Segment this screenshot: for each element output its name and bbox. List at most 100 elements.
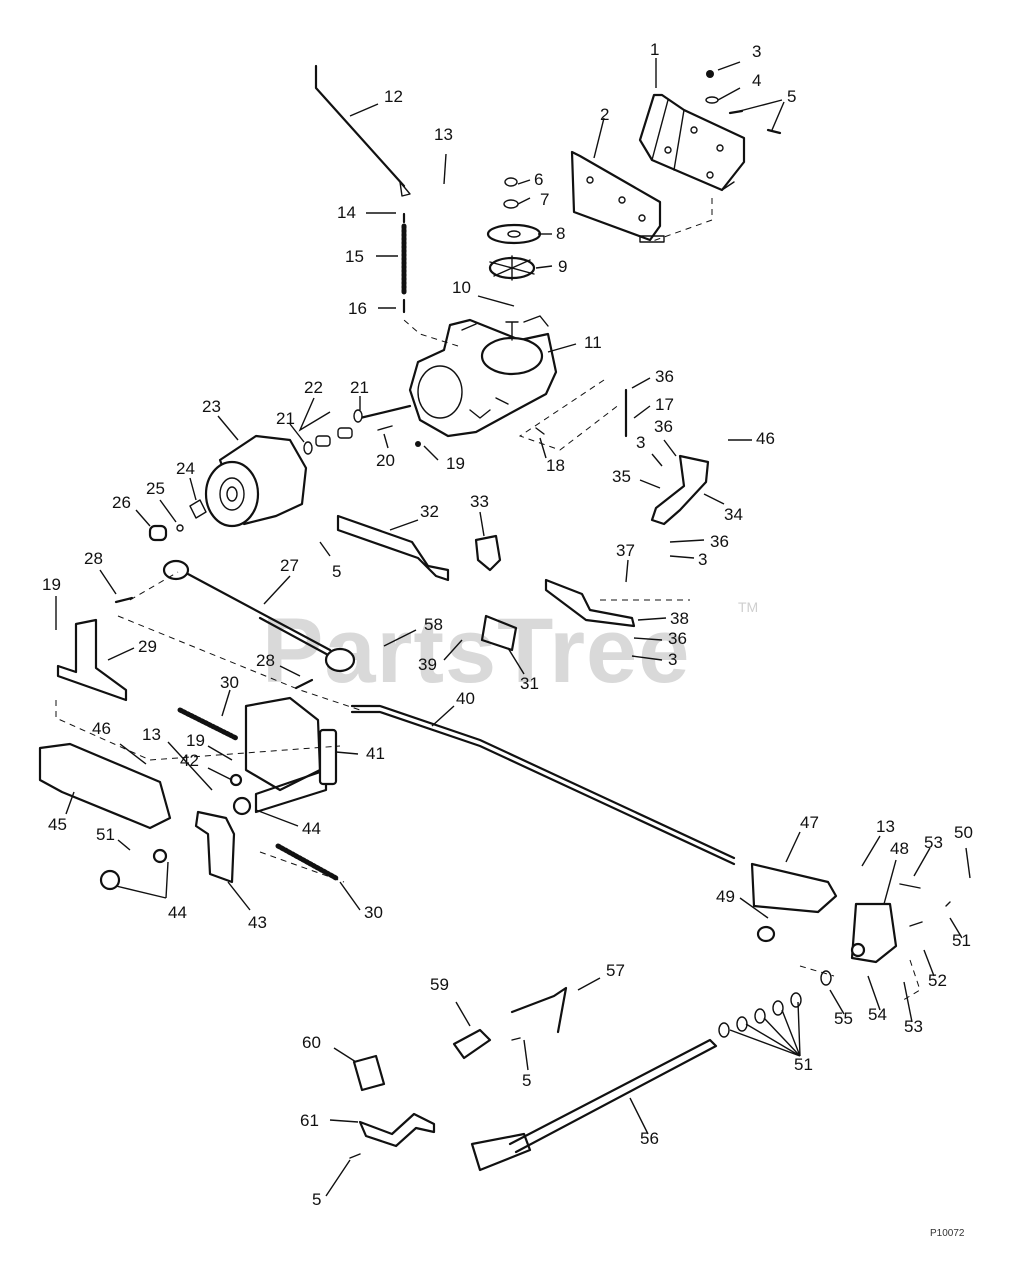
part-4-washer	[705, 96, 719, 104]
callout-19-c: 19	[186, 731, 205, 750]
part-49-bushing	[756, 925, 776, 943]
part-40-rod	[350, 704, 736, 860]
callout-29: 29	[138, 637, 157, 656]
callout-36-d: 36	[668, 629, 687, 648]
callout-32: 32	[420, 502, 439, 521]
callout-52: 52	[928, 971, 947, 990]
callout-37: 37	[616, 541, 635, 560]
callout-3-d: 3	[668, 650, 677, 669]
callout-25: 25	[146, 479, 165, 498]
part-59-bushing	[452, 1028, 492, 1060]
callout-19: 19	[446, 454, 465, 473]
part-40-rod-edge	[350, 710, 736, 866]
callout-14: 14	[337, 203, 356, 222]
callout-41: 41	[366, 744, 385, 763]
watermark-trademark: TM	[738, 599, 758, 615]
callout-26: 26	[112, 493, 131, 512]
part-44-bushing-2	[99, 869, 121, 891]
callout-3-b: 3	[636, 433, 645, 452]
callout-46-b: 46	[92, 719, 111, 738]
callout-45: 45	[48, 815, 67, 834]
callout-53-b: 53	[904, 1017, 923, 1036]
callout-58: 58	[424, 615, 443, 634]
callout-5-d: 5	[312, 1190, 321, 1209]
callout-9: 9	[558, 257, 567, 276]
callout-labels: 1 3 4 5 2 6 7 8 9 10 11 12 13 14 15 16 3…	[42, 40, 973, 1209]
callout-15: 15	[345, 247, 364, 266]
part-6-nut	[504, 177, 518, 187]
part-18-screw	[535, 427, 545, 435]
callout-53: 53	[924, 833, 943, 852]
assembly-line-2	[518, 379, 621, 451]
part-22-bushings	[315, 427, 353, 447]
callout-2: 2	[600, 105, 609, 124]
part-27-rod	[162, 559, 356, 673]
leader-lines	[55, 58, 971, 1197]
callout-3: 3	[752, 42, 761, 61]
callout-42: 42	[180, 751, 199, 770]
part-26-bushing	[148, 524, 168, 542]
callout-36-b: 36	[654, 417, 673, 436]
part-30-spring-2	[275, 843, 339, 881]
callout-10: 10	[452, 278, 471, 297]
part-56-shaft	[470, 1038, 718, 1172]
part-41-pivot-plate	[244, 696, 338, 814]
part-28-ball-joint	[114, 596, 134, 604]
part-12-control-rod	[314, 64, 411, 197]
part-45-pedal	[38, 742, 172, 830]
watermark-text: PartsTree	[262, 600, 690, 702]
part-61-bracket	[358, 1112, 436, 1148]
callout-22: 22	[304, 378, 323, 397]
callout-43: 43	[248, 913, 267, 932]
callout-50: 50	[954, 823, 973, 842]
callout-44-b: 44	[168, 903, 187, 922]
assembly-line-6	[799, 959, 921, 1003]
part-2-plate	[570, 150, 665, 243]
callout-57: 57	[606, 961, 625, 980]
part-20-key	[377, 425, 393, 431]
callout-59: 59	[430, 975, 449, 994]
part-32-bracket	[336, 514, 450, 582]
part-33-clip	[474, 534, 502, 572]
callout-49: 49	[716, 887, 735, 906]
part-21-washer-2	[303, 441, 313, 455]
part-43-plate	[194, 810, 236, 884]
callout-6: 6	[534, 170, 543, 189]
part-7-washer	[503, 199, 519, 209]
part-5-screws-lower	[349, 1037, 521, 1159]
callout-28-b: 28	[256, 651, 275, 670]
callout-24: 24	[176, 459, 195, 478]
callout-51: 51	[96, 825, 115, 844]
callout-5: 5	[787, 87, 796, 106]
callout-39: 39	[418, 655, 437, 674]
part-11-transaxle	[408, 315, 558, 438]
part-54-pin	[850, 942, 866, 958]
callout-20: 20	[376, 451, 395, 470]
callout-23: 23	[202, 397, 221, 416]
callout-55: 55	[834, 1009, 853, 1028]
part-44-bushing	[232, 796, 252, 816]
callout-36-c: 36	[710, 532, 729, 551]
part-57-clip	[510, 986, 568, 1034]
callout-13-b: 13	[142, 725, 161, 744]
callout-5-c: 5	[522, 1071, 531, 1090]
callout-13-c: 13	[876, 817, 895, 836]
callout-5-b: 5	[332, 562, 341, 581]
callout-21-b: 21	[276, 409, 295, 428]
callout-40: 40	[456, 689, 475, 708]
callout-48: 48	[890, 839, 909, 858]
callout-12: 12	[384, 87, 403, 106]
part-1-mounting-bracket	[638, 93, 746, 243]
part-25-ring	[176, 524, 184, 532]
part-42-washer	[229, 773, 243, 787]
callout-19-b: 19	[42, 575, 61, 594]
part-34-arm	[650, 454, 710, 526]
callout-33: 33	[470, 492, 489, 511]
part-21-washer	[353, 409, 363, 423]
callout-30: 30	[220, 673, 239, 692]
part-8-pulley	[486, 223, 542, 245]
parts-drawing	[38, 64, 951, 1172]
assembly-line-1	[403, 319, 459, 347]
callout-31: 31	[520, 674, 539, 693]
